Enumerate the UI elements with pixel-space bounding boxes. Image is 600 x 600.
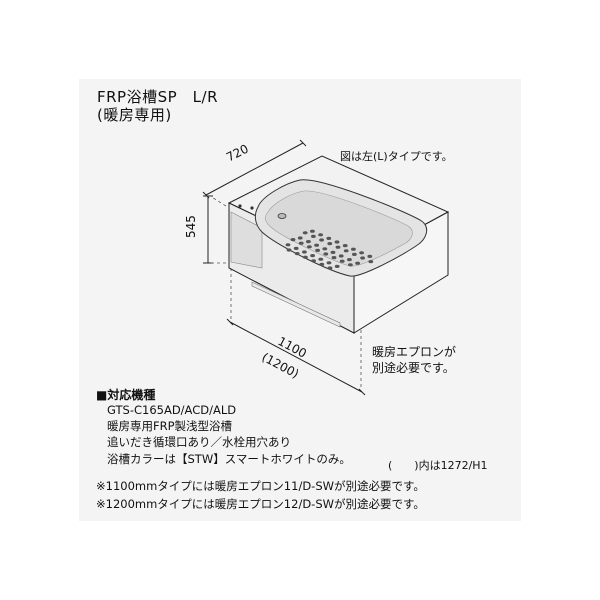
hole-dot — [307, 245, 312, 249]
hole-dot — [310, 254, 315, 258]
hole-dot — [327, 242, 333, 246]
hole-dot — [315, 248, 320, 252]
hole-dot — [314, 243, 319, 247]
hole-dot — [311, 234, 316, 238]
hole-dot — [338, 254, 344, 258]
hole-dot — [326, 236, 332, 240]
hole-dot — [310, 229, 315, 233]
hole-dot — [368, 260, 374, 264]
hole-dot — [285, 243, 291, 247]
hole-dot — [319, 238, 324, 242]
hole-dot — [294, 252, 300, 256]
circulation-hole-pattern — [285, 229, 374, 270]
hole-dot — [293, 246, 299, 250]
type-note: 図は左(L)タイプです。 — [340, 150, 453, 163]
footnote-1200: ※1200mmタイプには暖房エプロン12/D-SWが別途必要です。 — [96, 497, 425, 511]
hole-dot — [302, 231, 308, 235]
hole-dot — [302, 250, 307, 254]
footnote-1100: ※1100mmタイプには暖房エプロン11/D-SWが別途必要です。 — [96, 479, 425, 493]
hole-dot — [311, 259, 316, 263]
spec-color-line: 浴槽カラーは【STW】スマートホワイトのみ。 — [107, 452, 351, 466]
paren-size-note: ( )内は1272/H1 — [388, 459, 488, 472]
height-dimension-label: 545 — [184, 215, 198, 238]
hole-dot — [367, 254, 373, 258]
hole-dot — [342, 244, 348, 248]
product-subtitle: (暖房専用) — [97, 106, 172, 124]
hole-dot — [327, 266, 333, 270]
hole-dot — [323, 252, 329, 256]
hole-dot — [334, 264, 340, 268]
hole-dot — [355, 261, 360, 265]
hole-dot — [359, 251, 364, 255]
hole-dot — [303, 255, 308, 259]
hole-dot — [347, 258, 352, 262]
height-dimension-line — [203, 195, 213, 264]
hole-dot — [297, 236, 303, 240]
hole-dot — [286, 248, 292, 252]
product-title: FRP浴槽SP L/R — [97, 88, 218, 106]
hole-dot — [306, 240, 311, 244]
extension-lines — [209, 195, 362, 390]
hole-dot — [343, 249, 349, 253]
bathtub — [227, 155, 450, 334]
specs-heading: ■対応機種 — [96, 388, 156, 402]
hole-dot — [334, 240, 340, 244]
hole-dot — [351, 247, 356, 251]
hole-dot — [318, 233, 323, 237]
hole-dot — [319, 262, 325, 266]
spec-model-line: GTS-C165AD/ACD/ALD — [107, 403, 237, 417]
apron-note-line2: 別途必要です。 — [372, 361, 455, 375]
hole-dot — [331, 256, 337, 260]
hole-dot — [339, 259, 345, 263]
hole-dot — [318, 257, 324, 261]
hole-dot — [290, 238, 296, 242]
spec-type-line: 暖房専用FRP製浅型浴槽 — [107, 419, 233, 433]
hole-dot — [330, 250, 336, 254]
width-dimension-line — [226, 318, 366, 396]
hole-dot — [326, 261, 332, 265]
hole-dot — [348, 263, 353, 267]
hole-dot — [322, 247, 328, 251]
apron-note-line1: 暖房エプロンが — [372, 345, 457, 359]
hole-dot — [360, 256, 365, 260]
spec-feature-line: 追いだき循環口あり／水栓用穴あり — [107, 435, 291, 449]
hole-dot — [352, 252, 357, 256]
hole-dot — [335, 245, 341, 249]
hole-dot — [298, 241, 304, 245]
